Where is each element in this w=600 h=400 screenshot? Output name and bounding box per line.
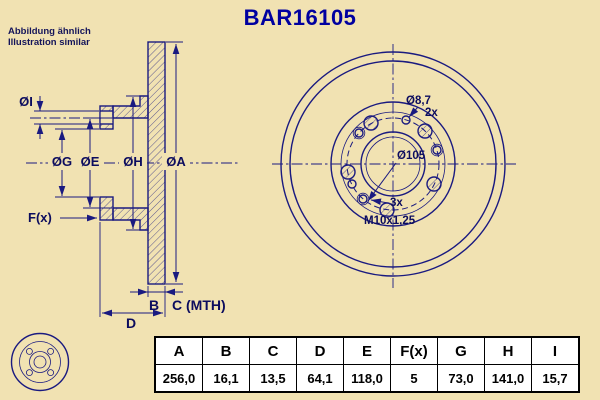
hub-circle — [330, 101, 456, 227]
outer-diameter-circle — [280, 51, 506, 277]
pin-hole — [401, 115, 411, 125]
spec-value-b: 16,1 — [202, 364, 250, 393]
spec-value-a: 256,0 — [154, 364, 203, 393]
dim-label-h: ØH — [123, 154, 143, 169]
bolt-hole — [340, 164, 356, 180]
spec-header-c: C — [249, 336, 297, 365]
center-bore-chamfer-circle — [365, 136, 421, 192]
label-thread-spec: M10x1,25 — [364, 215, 416, 227]
spec-value-i: 15,7 — [531, 364, 580, 393]
spec-header-g: G — [437, 336, 485, 365]
label-pin-hole-dia: Ø8,7 — [406, 95, 431, 107]
spec-value-h: 141,0 — [484, 364, 532, 393]
section-view: ØI ØG ØE ØH ØA F(x) B — [19, 41, 238, 331]
dim-label-g: ØG — [52, 154, 72, 169]
dim-label-b: B — [149, 297, 159, 313]
spec-value-d: 64,1 — [296, 364, 344, 393]
spec-value-e: 118,0 — [343, 364, 391, 393]
bolt-hole — [426, 176, 442, 192]
spec-table: A B C D E F(x) G H I 256,0 16,1 13,5 64,… — [154, 336, 580, 393]
label-bolt-circle-dia: Ø105 — [397, 150, 426, 162]
flange-bolt-hole — [100, 111, 113, 124]
spec-header-b: B — [202, 336, 250, 365]
hat-wall-top — [112, 95, 149, 119]
label-pin-hole-count: 2x — [425, 107, 438, 119]
spec-header-d: D — [296, 336, 344, 365]
pin-hole — [347, 179, 357, 189]
disclaimer-line-de: Abbildung ähnlich — [8, 26, 91, 37]
dim-label-a: ØA — [166, 154, 186, 169]
spec-value-c: 13,5 — [249, 364, 297, 393]
disclaimer-line-en: Illustration similar — [8, 37, 90, 49]
spec-header-a: A — [154, 336, 203, 365]
brand-disc-logo-icon — [10, 332, 70, 392]
dim-label-c: C (MTH) — [172, 297, 226, 313]
bolt-hole — [363, 115, 379, 131]
spec-header-i: I — [531, 336, 580, 365]
spec-header-row: A B C D E F(x) G H I — [154, 336, 580, 365]
dim-label-i: ØI — [19, 94, 33, 109]
bolt-hole — [417, 123, 433, 139]
disclaimer: Abbildung ähnlich Illustration similar — [8, 26, 91, 49]
dim-label-d: D — [126, 315, 136, 331]
friction-surface-circle — [289, 60, 497, 268]
threaded-hole — [430, 143, 444, 157]
spec-value-row: 256,0 16,1 13,5 64,1 118,0 5 73,0 141,0 … — [154, 364, 580, 393]
spec-value-g: 73,0 — [437, 364, 485, 393]
label-thread-count: 3x — [390, 197, 403, 209]
flange-bottom-section — [99, 196, 114, 221]
spec-header-h: H — [484, 336, 532, 365]
dim-label-f: F(x) — [28, 210, 52, 225]
part-number-title: BAR16105 — [243, 5, 357, 30]
center-bore-circle — [360, 131, 426, 197]
spec-header-e: E — [343, 336, 391, 365]
front-view: Ø8,7 2x Ø105 3x M10x1,25 — [272, 44, 516, 288]
spec-value-f: 5 — [390, 364, 438, 393]
hat-wall-bottom — [112, 207, 149, 231]
spec-header-f: F(x) — [390, 336, 438, 365]
dim-label-e: ØE — [81, 154, 100, 169]
hub-face-circle — [340, 111, 446, 217]
threaded-hole — [352, 126, 366, 140]
